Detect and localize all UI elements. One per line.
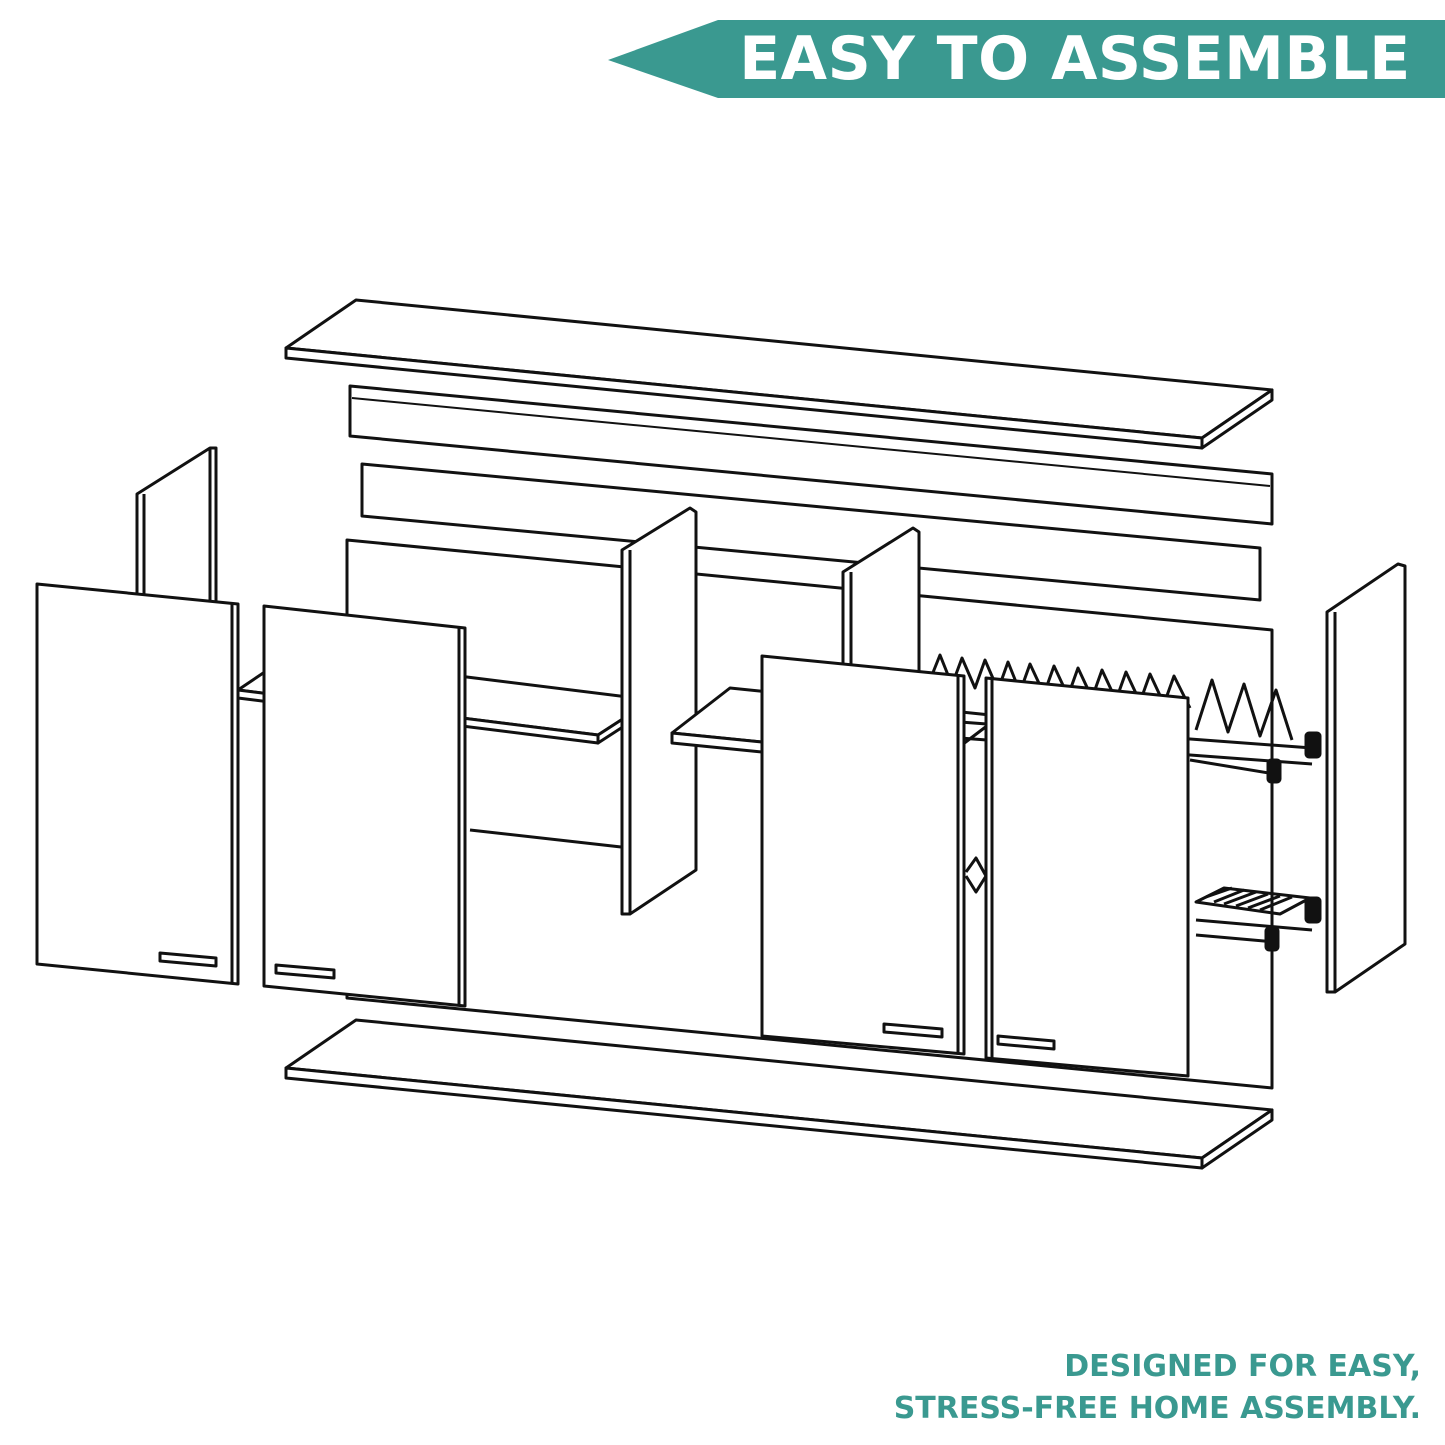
banner-arrow-shape bbox=[608, 20, 1445, 98]
door-3 bbox=[760, 654, 966, 1056]
caption-line-2: STRESS-FREE HOME ASSEMBLY. bbox=[893, 1391, 1421, 1426]
right-side-panel bbox=[1325, 562, 1407, 994]
glass-rack bbox=[964, 856, 1313, 944]
glass-rack-knobs bbox=[1264, 896, 1322, 952]
caption-line-1: DESIGNED FOR EASY, bbox=[1064, 1349, 1421, 1384]
back-rail-lower bbox=[360, 462, 1262, 602]
middle-divider-left bbox=[620, 506, 698, 916]
door-3-handle bbox=[882, 1022, 944, 1039]
banner-title: EASY TO ASSEMBLE bbox=[739, 24, 1411, 94]
door-2-handle bbox=[274, 963, 336, 980]
bottom-panel bbox=[284, 1018, 1274, 1170]
door-4 bbox=[984, 676, 1190, 1078]
top-panel bbox=[284, 298, 1274, 450]
back-rail-upper bbox=[348, 384, 1274, 526]
door-4-handle bbox=[996, 1034, 1056, 1051]
door-1 bbox=[35, 582, 240, 986]
caption: DESIGNED FOR EASY, STRESS-FREE HOME ASSE… bbox=[894, 1346, 1421, 1430]
door-2 bbox=[262, 604, 467, 1008]
door-1-handle bbox=[158, 951, 218, 968]
plate-rack-knobs bbox=[1266, 731, 1322, 784]
